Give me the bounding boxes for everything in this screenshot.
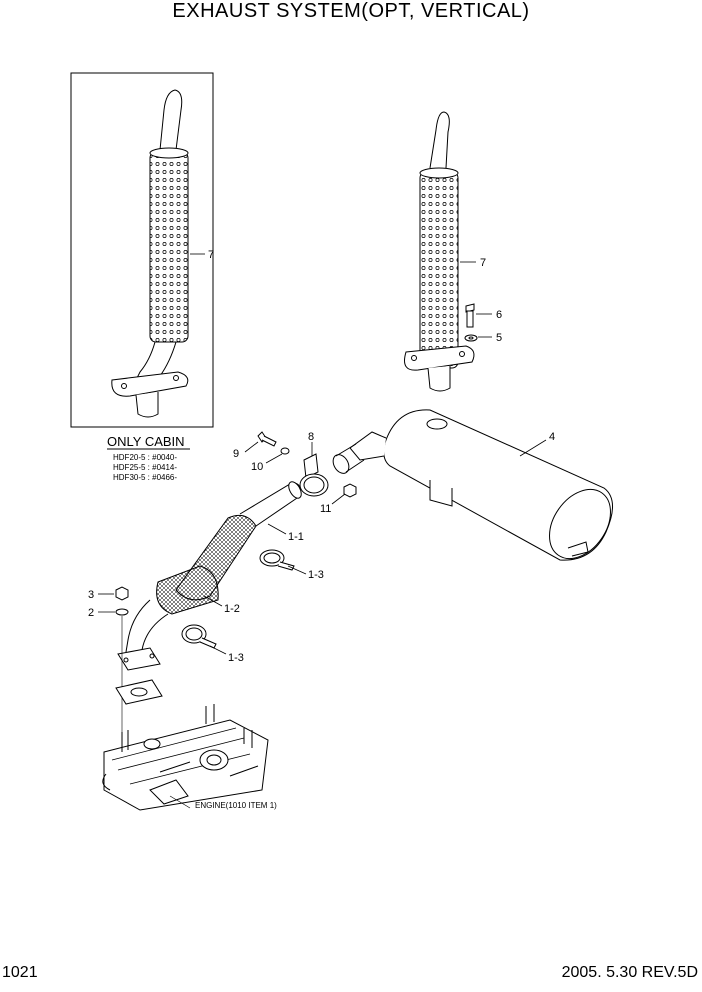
- inset-tailpipe: [159, 89, 183, 151]
- serial-hdf30: HDF30-5 : #0466-: [113, 473, 177, 482]
- inset-flange: [111, 371, 189, 397]
- callout-6: 6: [496, 309, 502, 321]
- bracket-clamp-8: 8: [299, 431, 329, 497]
- callout-10: 10: [251, 461, 263, 473]
- exhaust-pipe-assembly: 1-1 1-2: [117, 481, 304, 671]
- washer-5: 5: [464, 332, 502, 344]
- vertical-tailpipe: 7: [404, 111, 486, 392]
- clamp-1-3-lower: 1-3: [181, 624, 244, 664]
- callout-1-3-upper: 1-3: [308, 569, 324, 581]
- callout-8: 8: [308, 431, 314, 443]
- page-number: 1021: [2, 964, 38, 981]
- nut-3: 3: [88, 586, 129, 601]
- revision-stamp: 2005. 5.30 REV.5D: [561, 964, 698, 981]
- clamp-1-3-upper: 1-3: [259, 549, 324, 581]
- callout-3: 3: [88, 589, 94, 601]
- bolt-9: 9: [233, 431, 277, 460]
- callout-7: 7: [480, 257, 486, 269]
- washer-10: 10: [251, 447, 290, 473]
- callout-1-3-lower: 1-3: [228, 652, 244, 664]
- engine-block: ENGINE(1010 ITEM 1): [102, 704, 277, 811]
- inset-perforated-tube: [149, 151, 189, 343]
- callout-1-1: 1-1: [288, 531, 304, 543]
- page-title: EXHAUST SYSTEM(OPT, VERTICAL): [172, 0, 530, 22]
- callout-9: 9: [233, 448, 239, 460]
- only-cabin-heading: ONLY CABIN: [107, 434, 185, 449]
- muffler-4: 4: [332, 409, 613, 561]
- nut-11: 11: [320, 483, 357, 515]
- callout-2: 2: [88, 607, 94, 619]
- callout-1-2: 1-2: [224, 603, 240, 615]
- serial-hdf20: HDF20-5 : #0040-: [113, 453, 177, 462]
- engine-note: ENGINE(1010 ITEM 1): [195, 801, 277, 810]
- only-cabin-inset: 7: [70, 72, 214, 428]
- callout-11: 11: [320, 503, 331, 515]
- serial-hdf25: HDF25-5 : #0414-: [113, 463, 177, 472]
- washer-2: 2: [88, 607, 129, 619]
- callout-4: 4: [549, 431, 555, 443]
- callout-7-inset: 7: [208, 249, 214, 261]
- bolt-6: 6: [465, 303, 502, 328]
- gasket: [115, 679, 163, 705]
- callout-5: 5: [496, 332, 502, 344]
